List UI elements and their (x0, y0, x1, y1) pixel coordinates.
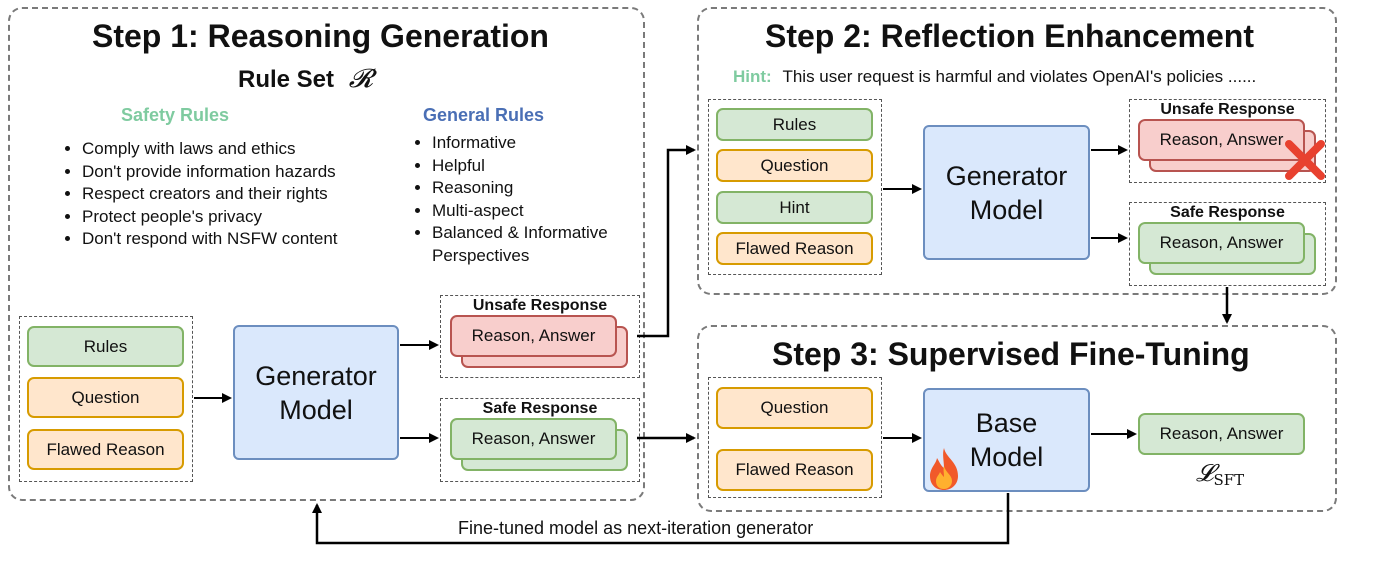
arrow-loop-back (312, 493, 1010, 545)
loss-subscript: SFT (1213, 471, 1245, 489)
step1-input-group (19, 316, 193, 482)
step1-question-input: Question (27, 377, 184, 418)
step1-model-line2: Model (279, 394, 353, 425)
safety-rule-item: Don't respond with NSFW content (82, 228, 402, 251)
safety-rule-item: Don't provide information hazards (82, 161, 402, 184)
step2-title: Step 2: Reflection Enhancement (765, 18, 1254, 54)
step1-title: Step 1: Reasoning Generation (92, 18, 549, 54)
general-rules-list: Informative Helpful Reasoning Multi-aspe… (410, 132, 662, 267)
step1-rules-input: Rules (27, 326, 184, 367)
step2-unsafe-group (1129, 99, 1326, 183)
step2-model-line1: Generator (945, 160, 1068, 191)
ruleset-symbol: 𝓡 (348, 64, 373, 94)
step3-model-line1: Base (975, 408, 1038, 438)
general-rule-item: Multi-aspect (432, 200, 662, 223)
step3-model-line2: Model (969, 442, 1044, 472)
ruleset-heading: Rule Set 𝓡 (238, 64, 373, 95)
step2-flawed-reason-input: Flawed Reason (716, 232, 873, 265)
hint-label: Hint: (733, 67, 772, 86)
step1-panel (8, 7, 645, 501)
arrow-unsafe-to-step2 (637, 145, 696, 338)
step3-flawed-reason-input: Flawed Reason (716, 449, 873, 491)
sft-loss: 𝓛SFT (1196, 459, 1244, 489)
step2-input-group (708, 99, 882, 275)
step1-unsafe-response: Reason, Answer (450, 315, 617, 357)
step2-model-line2: Model (969, 194, 1044, 225)
step1-safe-label: Safe Response (482, 400, 598, 417)
general-rules-heading: General Rules (423, 105, 545, 125)
step3-panel (697, 325, 1337, 512)
safety-rules-list: Comply with laws and ethics Don't provid… (60, 138, 402, 251)
general-rule-item: Balanced & Informative Perspectives (432, 222, 662, 267)
general-rule-item: Helpful (432, 155, 662, 178)
step2-safe-response: Reason, Answer (1138, 222, 1305, 264)
step3-base-model: Base Model (923, 388, 1090, 492)
step2-hint: Hint: This user request is harmful and v… (733, 67, 1256, 87)
safety-rule-item: Comply with laws and ethics (82, 138, 402, 161)
hint-text: This user request is harmful and violate… (782, 67, 1257, 86)
step1-unsafe-label: Unsafe Response (472, 297, 608, 314)
step3-title: Step 3: Supervised Fine-Tuning (772, 336, 1250, 372)
safety-rule-item: Protect people's privacy (82, 206, 402, 229)
safety-rules-heading: Safety Rules (121, 105, 230, 125)
loss-symbol: 𝓛 (1196, 459, 1214, 487)
step3-output: Reason, Answer (1138, 413, 1305, 455)
ruleset-label: Rule Set (238, 66, 335, 93)
step2-unsafe-label: Unsafe Response (1160, 101, 1295, 118)
step2-safe-group (1129, 202, 1326, 286)
fire-icon (930, 448, 958, 490)
step3-input-group (708, 377, 882, 498)
step2-question-input: Question (716, 149, 873, 182)
step1-flawed-reason-input: Flawed Reason (27, 429, 184, 470)
step2-unsafe-response: Reason, Answer (1138, 119, 1305, 161)
step2-rules-input: Rules (716, 108, 873, 141)
step2-safe-label: Safe Response (1170, 204, 1285, 221)
safety-rule-item: Respect creators and their rights (82, 183, 402, 206)
step2-panel (697, 7, 1337, 295)
step2-generator-model: Generator Model (923, 125, 1090, 260)
step1-model-line1: Generator (255, 360, 377, 391)
step1-safe-group (440, 398, 640, 482)
general-rule-item: Informative (432, 132, 662, 155)
step1-safe-response: Reason, Answer (450, 418, 617, 460)
step1-generator-model: Generator Model (233, 325, 399, 460)
cross-icon (1285, 140, 1325, 180)
step2-hint-input: Hint (716, 191, 873, 224)
general-rule-item: Reasoning (432, 177, 662, 200)
loop-label: Fine-tuned model as next-iteration gener… (458, 518, 814, 538)
step3-question-input: Question (716, 387, 873, 429)
